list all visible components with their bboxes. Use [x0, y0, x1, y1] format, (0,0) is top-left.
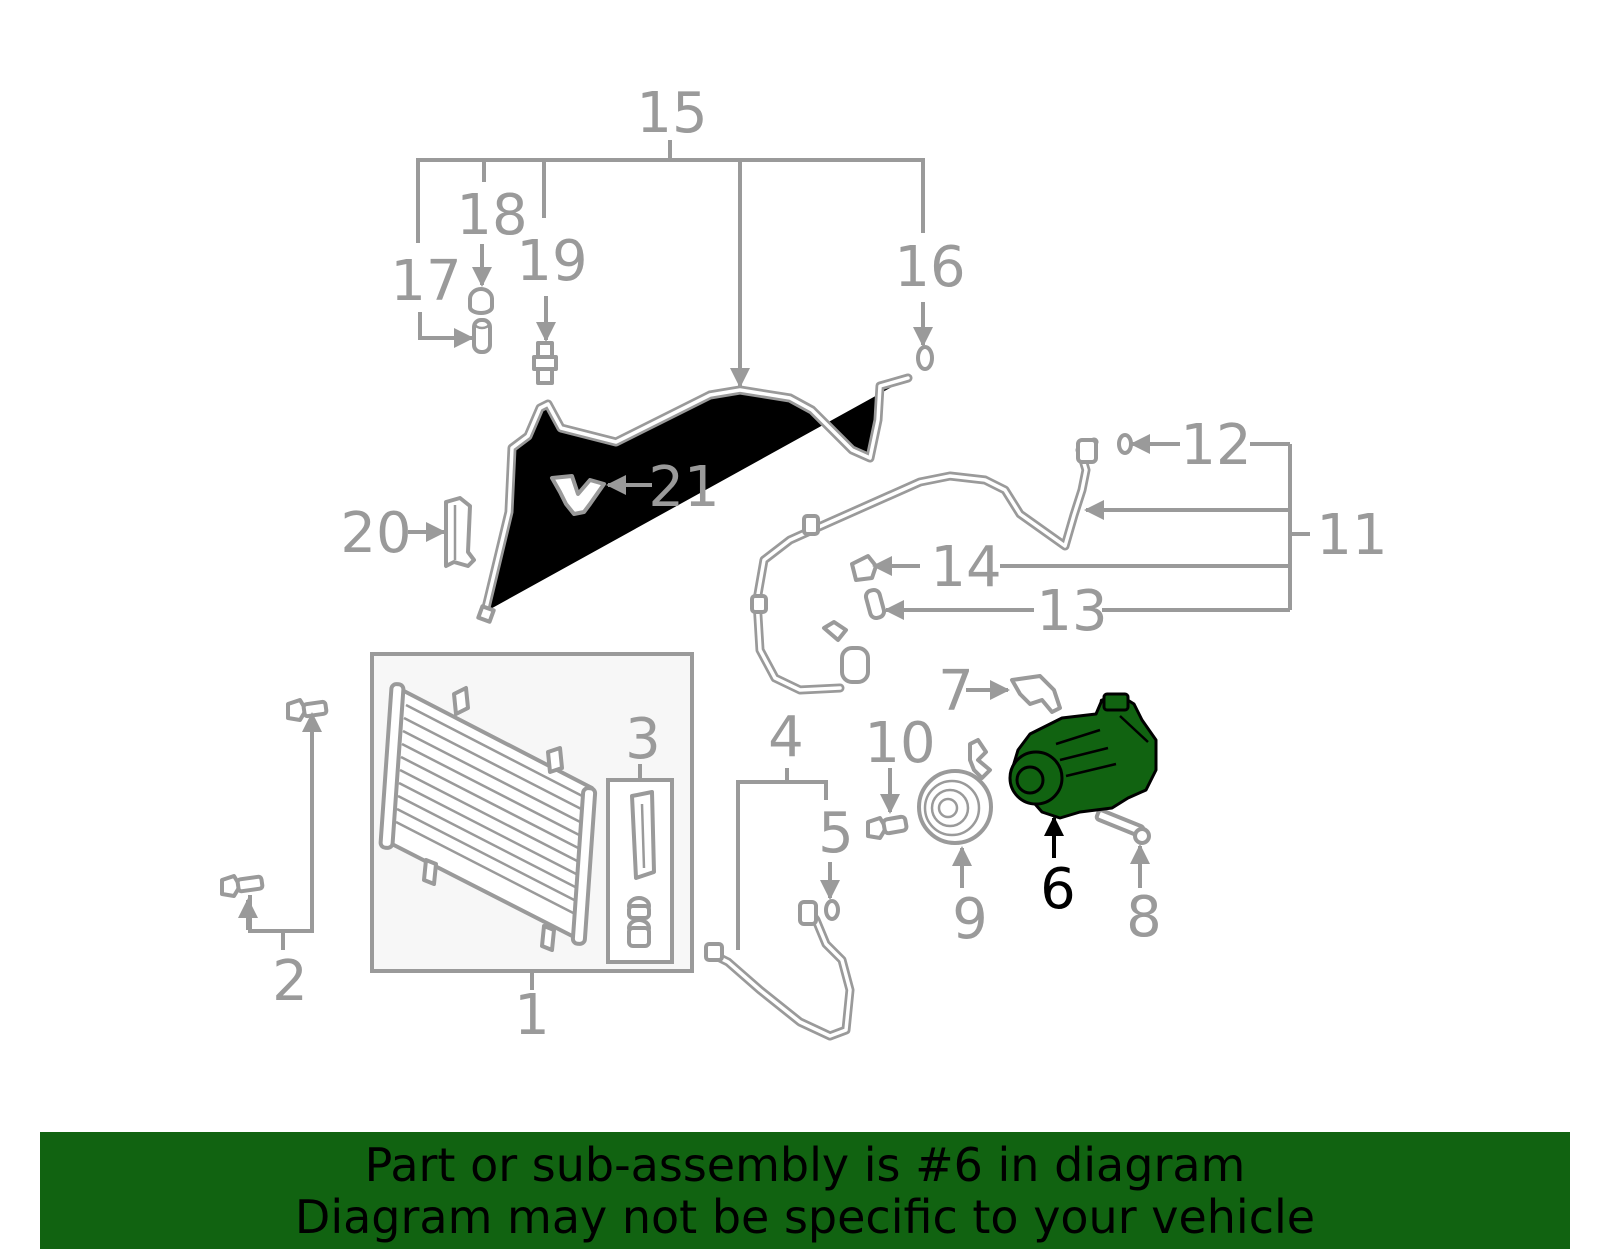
o-ring-12 [1117, 433, 1133, 455]
bracket-7 [966, 674, 1062, 714]
callout-16: 16 [894, 235, 965, 300]
callout-17: 17 [390, 249, 461, 314]
bolt-8 [1094, 808, 1151, 888]
callout-18: 18 [456, 183, 527, 248]
callout-2: 2 [272, 949, 308, 1014]
switch-19 [532, 341, 558, 385]
callout-3: 3 [625, 707, 661, 772]
banner-line-1: Part or sub-assembly is #6 in diagram [364, 1137, 1246, 1192]
clutch-9 [917, 738, 993, 888]
info-banner: Part or sub-assembly is #6 in diagram Di… [40, 1132, 1570, 1249]
valve-13 [863, 588, 887, 620]
bracket-15 [416, 140, 933, 388]
cap-14 [850, 554, 878, 582]
banner-line-2: Diagram may not be specific to your vehi… [294, 1189, 1316, 1244]
callout-9: 9 [952, 887, 988, 952]
liquid-line-4 [704, 768, 855, 1041]
callout-12: 12 [1180, 413, 1251, 478]
bolt-10 [866, 768, 909, 840]
callout-19: 19 [516, 229, 587, 294]
valve-core-17 [472, 318, 492, 354]
callout-4: 4 [768, 705, 804, 770]
callout-13: 13 [1036, 579, 1107, 644]
bracket-21 [550, 474, 652, 516]
callout-5: 5 [818, 801, 854, 866]
callout-21: 21 [648, 455, 719, 520]
cap-18 [468, 287, 494, 315]
callout-15: 15 [636, 81, 707, 146]
callout-10: 10 [864, 711, 935, 776]
pipe-15 [476, 373, 913, 624]
pipe-11 [750, 437, 1099, 695]
callout-14: 14 [930, 535, 1001, 600]
callout-1: 1 [514, 983, 550, 1048]
callout-20: 20 [340, 501, 411, 566]
bolts-2 [220, 698, 329, 950]
compressor-6-highlighted [1008, 692, 1158, 858]
drier-kit-3 [606, 764, 674, 964]
callout-6: 6 [1040, 857, 1076, 922]
callout-labels: 1 2 3 4 5 6 7 8 9 10 11 12 13 14 15 16 1… [272, 81, 1387, 1048]
o-ring-16 [916, 345, 934, 371]
bracket-11 [872, 434, 1310, 620]
o-ring-5 [824, 899, 840, 921]
callout-7: 7 [938, 659, 974, 724]
bracket-20 [408, 496, 476, 568]
callout-11: 11 [1316, 503, 1387, 568]
callout-8: 8 [1126, 885, 1162, 950]
